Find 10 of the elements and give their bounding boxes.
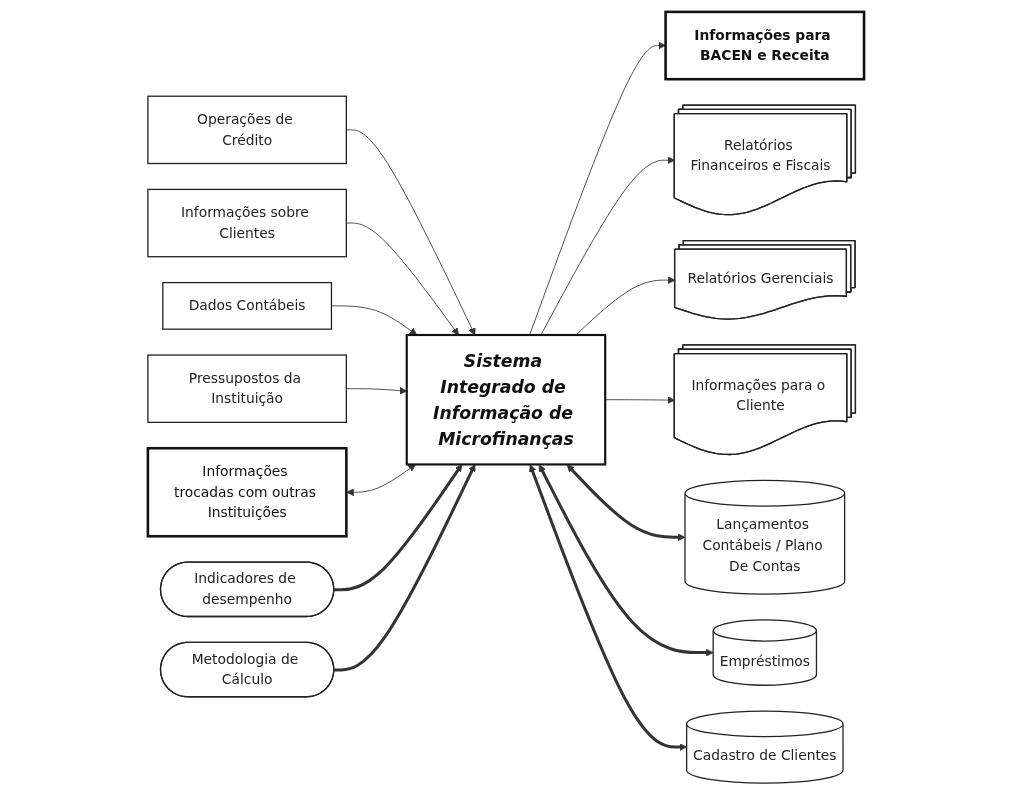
node-box: Operações de Crédito <box>147 95 347 165</box>
node-box: Pressupostos da Instituição <box>147 354 347 423</box>
node-box: Informações trocadas com outras Instituições <box>146 446 348 538</box>
node-box: Sistema Integrado de Informação de Microfinanças <box>405 333 607 466</box>
arrow <box>538 464 714 657</box>
arrow <box>529 464 687 751</box>
node-box: Dados Contábeis <box>162 281 333 330</box>
node-box: Informações para BACEN e Receita <box>664 10 866 81</box>
node-box: Informações sobre Clientes <box>147 188 347 258</box>
arrow <box>566 464 686 541</box>
